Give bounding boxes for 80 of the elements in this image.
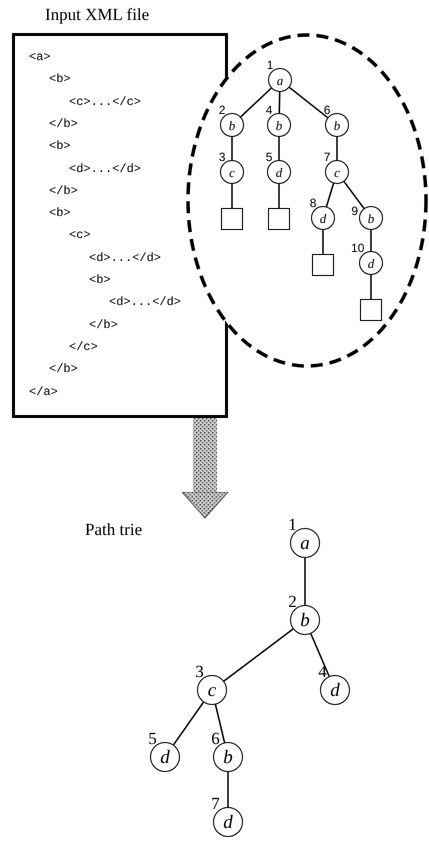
code-line: </b> bbox=[49, 116, 78, 132]
code-line: </b> bbox=[49, 182, 78, 199]
code-line: <d>...</d> bbox=[89, 250, 162, 266]
node-letter: d bbox=[320, 212, 326, 224]
node-number: 1 bbox=[266, 59, 274, 71]
code-line: <c> bbox=[69, 227, 91, 244]
file-heading: Input XML file bbox=[45, 5, 150, 25]
node-letter: c bbox=[229, 166, 235, 178]
node-letter: a bbox=[276, 74, 284, 86]
tree-node bbox=[213, 807, 243, 837]
node-number: 3 bbox=[195, 663, 204, 680]
edge-line bbox=[278, 137, 280, 160]
tree-node bbox=[290, 605, 320, 635]
node-letter: d bbox=[160, 748, 170, 766]
node-letter: b bbox=[276, 118, 282, 132]
edge-line bbox=[240, 88, 272, 118]
edge-line bbox=[304, 558, 306, 605]
node-letter: d bbox=[330, 680, 340, 700]
node-letter: c bbox=[334, 166, 340, 178]
edge-line bbox=[322, 230, 324, 254]
node-number: 4 bbox=[266, 104, 272, 116]
code-line: <a> bbox=[29, 49, 51, 65]
node-letter: b bbox=[223, 748, 233, 766]
edge-line bbox=[173, 702, 204, 746]
edge-line bbox=[288, 86, 328, 118]
leaf-box bbox=[221, 208, 243, 230]
edge-line bbox=[227, 772, 229, 807]
node-number: 6 bbox=[211, 730, 220, 747]
node-number: 2 bbox=[218, 104, 226, 116]
edge-line bbox=[310, 634, 330, 676]
tree-node bbox=[290, 528, 320, 558]
node-number: 9 bbox=[351, 205, 358, 217]
edge-line bbox=[231, 137, 233, 160]
edge-line bbox=[344, 181, 364, 209]
edge-line bbox=[326, 183, 334, 207]
node-number: 4 bbox=[318, 663, 327, 680]
edge-line bbox=[370, 275, 372, 299]
edge-line bbox=[278, 184, 280, 208]
edge-line bbox=[214, 704, 226, 743]
node-letter: a bbox=[300, 534, 310, 552]
code-line: <d>...</d> bbox=[69, 160, 142, 176]
leaf-box bbox=[268, 208, 290, 230]
leaf-box bbox=[360, 299, 382, 321]
block-arrow bbox=[182, 418, 228, 518]
code-line: <b> bbox=[89, 272, 111, 288]
node-number: 10 bbox=[351, 242, 364, 254]
code-line: <b> bbox=[49, 71, 71, 88]
code-line: <d>...</d> bbox=[109, 294, 182, 310]
node-number: 2 bbox=[288, 593, 297, 610]
node-number: 1 bbox=[288, 516, 297, 533]
node-letter: d bbox=[223, 812, 233, 832]
node-letter: c bbox=[208, 680, 216, 700]
tree-node bbox=[320, 675, 350, 705]
code-line: <c>...</c> bbox=[69, 94, 142, 110]
node-number: 5 bbox=[148, 730, 157, 747]
edge-line bbox=[370, 230, 372, 251]
code-line: </a> bbox=[29, 384, 58, 400]
edge-line bbox=[278, 92, 280, 114]
edge-line bbox=[231, 184, 233, 208]
node-number: 6 bbox=[324, 104, 330, 116]
node-letter: d bbox=[276, 166, 282, 178]
code-line: <b> bbox=[49, 138, 71, 154]
node-letter: b bbox=[228, 118, 236, 132]
node-number: 5 bbox=[266, 151, 272, 163]
edge-line bbox=[336, 137, 338, 160]
node-letter: b bbox=[334, 118, 340, 132]
code-line: </c> bbox=[69, 338, 98, 355]
code-line: </b> bbox=[89, 316, 118, 333]
node-number: 7 bbox=[324, 151, 330, 163]
edge-line bbox=[224, 628, 294, 682]
node-number: 8 bbox=[310, 197, 316, 209]
leaf-box bbox=[312, 254, 334, 276]
node-number: 7 bbox=[211, 795, 220, 812]
node-letter: d bbox=[368, 256, 374, 270]
code-line: </b> bbox=[49, 361, 78, 378]
node-letter: b bbox=[368, 212, 374, 224]
section-heading: Path trie bbox=[85, 520, 142, 540]
code-line: <b> bbox=[49, 205, 71, 222]
node-number: 3 bbox=[218, 151, 226, 163]
node-letter: b bbox=[300, 610, 310, 630]
